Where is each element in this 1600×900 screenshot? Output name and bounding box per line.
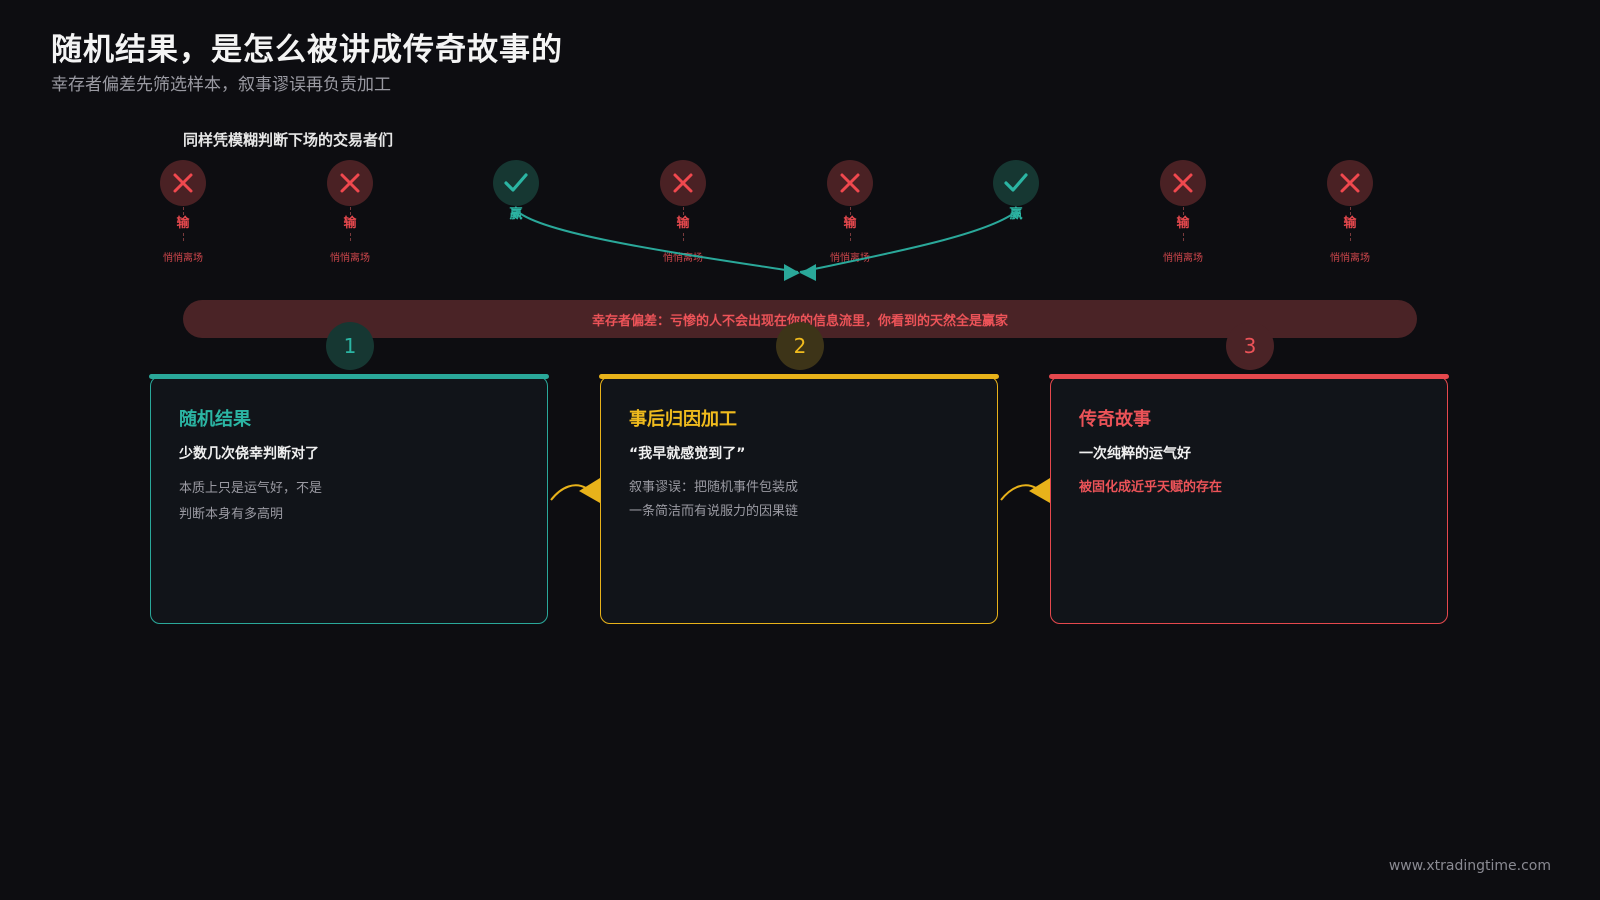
card-title: 随机结果	[179, 409, 251, 430]
dashed-connector	[1182, 233, 1184, 241]
trader-result: 赢	[1009, 207, 1023, 222]
card-title: 事后归因加工	[629, 409, 737, 430]
card-accent-bar	[1049, 374, 1449, 379]
card-description: 叙事谬误：把随机事件包装成 一条简洁而有说服力的因果链	[629, 476, 798, 524]
trader-result: 输	[843, 216, 857, 231]
dashed-connector	[1349, 207, 1351, 215]
cross-icon	[327, 160, 373, 206]
trader-result: 输	[676, 216, 690, 231]
card-description-line: 本质上只是运气好，不是	[179, 481, 323, 496]
flow-arrow-1-2	[550, 484, 587, 501]
card-description-line: 判断本身有多高明	[179, 507, 284, 522]
flow-arrowhead-2-3	[1029, 478, 1050, 503]
trader-result: 赢	[509, 207, 523, 222]
step-card-random-result: 随机结果 少数几次侥幸判断对了 本质上只是运气好，不是 判断本身有多高明	[149, 374, 549, 624]
trader-result: 输	[343, 216, 357, 231]
flow-arrowhead-1-2	[579, 478, 600, 503]
page-subtitle: 幸存者偏差先筛选样本，叙事谬误再负责加工	[51, 75, 391, 95]
dashed-connector	[1349, 233, 1351, 241]
footer-url: www.xtradingtime.com	[1388, 858, 1551, 874]
card-description: 被固化成近乎天赋的存在	[1079, 476, 1222, 500]
trader-6: 赢	[956, 160, 1076, 223]
trader-exit-note: 悄悄离场	[330, 253, 370, 264]
cross-icon	[1327, 160, 1373, 206]
step-badge-3: 3	[1226, 322, 1274, 370]
dashed-connector	[682, 233, 684, 241]
checkmark-icon	[993, 160, 1039, 206]
step-badge-2: 2	[776, 322, 824, 370]
card-subtitle: 少数几次侥幸判断对了	[179, 446, 319, 462]
card-description-line: 被固化成近乎天赋的存在	[1079, 480, 1223, 495]
trader-4: 输悄悄离场	[623, 160, 743, 264]
step-card-attribution: 事后归因加工 “我早就感觉到了” 叙事谬误：把随机事件包装成 一条简洁而有说服力…	[599, 374, 999, 624]
cross-icon	[160, 160, 206, 206]
trader-result: 输	[1343, 216, 1357, 231]
cross-icon	[827, 160, 873, 206]
flow-arrow-2-3	[1000, 484, 1037, 501]
trader-exit-note: 悄悄离场	[1163, 253, 1203, 264]
trader-result: 输	[176, 216, 190, 231]
step-card-legend-story: 传奇故事 一次纯粹的运气好 被固化成近乎天赋的存在	[1049, 374, 1449, 624]
trader-8: 输悄悄离场	[1290, 160, 1410, 264]
traders-row-label: 同样凭模糊判断下场的交易者们	[183, 131, 394, 149]
card-description-line: 叙事谬误：把随机事件包装成	[629, 480, 799, 495]
dashed-connector	[849, 233, 851, 241]
dashed-connector	[182, 207, 184, 215]
checkmark-icon	[493, 160, 539, 206]
cross-icon	[1160, 160, 1206, 206]
dashed-connector	[182, 233, 184, 241]
trader-7: 输悄悄离场	[1123, 160, 1243, 264]
winner-arrowhead-left	[784, 264, 800, 281]
step-badge-1: 1	[326, 322, 374, 370]
card-accent-bar	[599, 374, 999, 379]
trader-2: 输悄悄离场	[290, 160, 410, 264]
winner-arrowhead-right	[800, 264, 816, 281]
dashed-connector	[1182, 207, 1184, 215]
trader-1: 输悄悄离场	[123, 160, 243, 264]
trader-exit-note: 悄悄离场	[1330, 253, 1370, 264]
trader-result: 输	[1176, 216, 1190, 231]
page-title: 随机结果，是怎么被讲成传奇故事的	[51, 32, 563, 68]
cross-icon	[660, 160, 706, 206]
trader-exit-note: 悄悄离场	[830, 253, 870, 264]
card-subtitle: 一次纯粹的运气好	[1079, 446, 1191, 462]
dashed-connector	[349, 207, 351, 215]
card-subtitle: “我早就感觉到了”	[629, 446, 746, 462]
card-description: 本质上只是运气好，不是 判断本身有多高明	[179, 476, 322, 528]
dashed-connector	[682, 207, 684, 215]
trader-exit-note: 悄悄离场	[163, 253, 203, 264]
card-description-line: 一条简洁而有说服力的因果链	[629, 504, 799, 519]
trader-5: 输悄悄离场	[790, 160, 910, 264]
trader-exit-note: 悄悄离场	[663, 253, 703, 264]
card-title: 传奇故事	[1079, 409, 1151, 430]
trader-3: 赢	[456, 160, 576, 223]
dashed-connector	[349, 233, 351, 241]
card-accent-bar	[149, 374, 549, 379]
dashed-connector	[849, 207, 851, 215]
